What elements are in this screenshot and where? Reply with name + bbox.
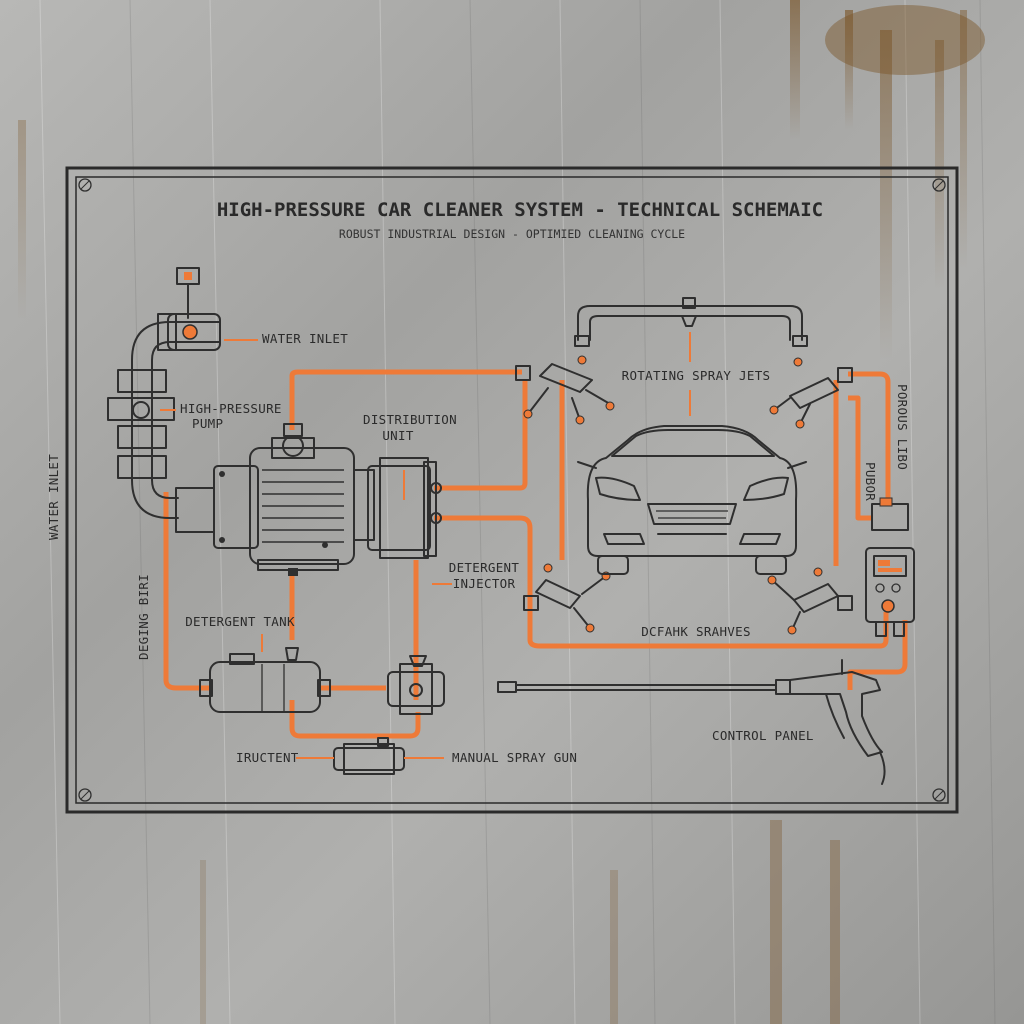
- rotating-jets-label: ROTATING SPRAY JETS: [622, 368, 771, 383]
- distribution-label-line2: UNIT: [382, 428, 413, 443]
- iructent-label: IRUCTENT: [236, 750, 299, 765]
- manual-spray-gun-label: MANUAL SPRAY GUN: [452, 750, 577, 765]
- water-inlet-label: WATER INLET: [262, 331, 348, 346]
- rust-stains: [18, 0, 985, 1024]
- iructent-component: [296, 737, 444, 775]
- control-panel: [865, 497, 915, 637]
- right-vertical-label-1: POROUS LIBO: [895, 384, 910, 470]
- spray-jet-cluster-bottom-right: [767, 567, 853, 635]
- valve-icon: [182, 324, 198, 340]
- left-vertical-label-2: DEGING BIRI: [136, 574, 151, 660]
- left-vertical-label: WATER INLET: [46, 454, 61, 540]
- water-inlet-assembly: [107, 267, 258, 519]
- pump-label-line1: HIGH-PRESSURE: [180, 401, 282, 416]
- manual-spray-gun: [497, 659, 886, 785]
- orange-piping: [163, 369, 908, 739]
- detergent-tank-label: DETERGENT TANK: [185, 614, 295, 629]
- corner-screw-icon: [78, 178, 946, 802]
- control-panel-label: CONTROL PANEL: [712, 728, 814, 743]
- detergent-injector-label-line2: INJECTOR: [453, 576, 516, 591]
- spray-gantry: [574, 297, 808, 416]
- distribution-unit: [367, 457, 442, 559]
- bottom-sprayers-label: DCFAHK SRAHVES: [641, 624, 751, 639]
- control-knob-icon: [881, 599, 895, 613]
- distribution-label-line1: DISTRIBUTION: [363, 412, 457, 427]
- frame: [65, 166, 959, 814]
- pump-label-line2: PUMP: [192, 416, 223, 431]
- spray-jet-cluster-top-right: [769, 357, 853, 429]
- spray-jet-cluster-bottom-left: [523, 563, 611, 633]
- page-title: HIGH-PRESSURE CAR CLEANER SYSTEM - TECHN…: [217, 199, 823, 221]
- brushed-streaks: [39, 0, 921, 1024]
- detergent-injector: [387, 583, 452, 715]
- high-pressure-pump: [160, 409, 375, 576]
- spray-jet-cluster-top-left: [515, 355, 615, 425]
- detergent-tank: [199, 634, 331, 713]
- car-front-view: [577, 425, 807, 575]
- detergent-injector-label-line1: DETERGENT: [449, 560, 520, 575]
- page-subtitle: ROBUST INDUSTRIAL DESIGN - OPTIMIED CLEA…: [339, 227, 685, 241]
- inlet-indicator-icon: [184, 272, 192, 280]
- right-vertical-label-2: PUBOR: [863, 462, 878, 501]
